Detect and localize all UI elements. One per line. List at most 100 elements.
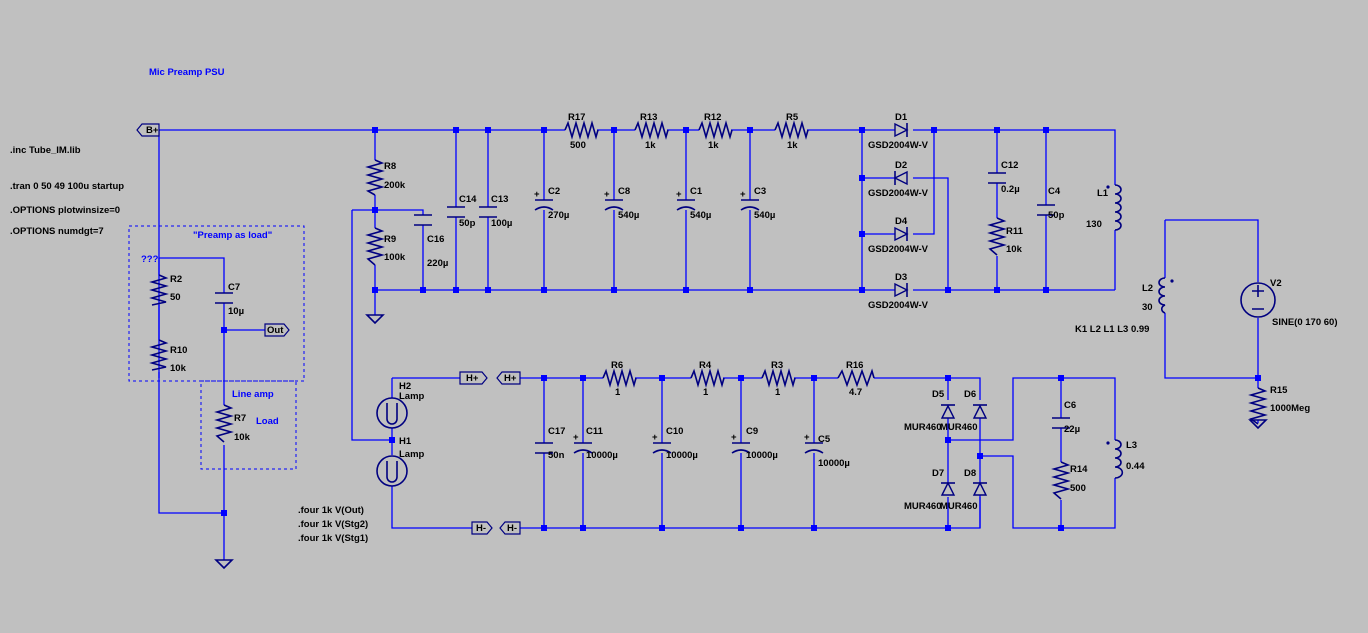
- svg-text:+: +: [652, 432, 658, 443]
- capacitor-c14[interactable]: C14 50p: [447, 194, 477, 229]
- diode-d1[interactable]: D1 GSD2004W-V: [868, 112, 929, 151]
- svg-text:+: +: [740, 189, 746, 200]
- diode-d4[interactable]: D4 GSD2004W-V: [868, 216, 929, 255]
- resistor-r8[interactable]: R8 200k: [365, 159, 406, 196]
- svg-text:22µ: 22µ: [1064, 424, 1080, 435]
- diode-d5[interactable]: D5 MUR460: [904, 389, 956, 433]
- voltage-source-v2[interactable]: V2 SINE(0 170 60): [1240, 278, 1337, 328]
- capacitor-c17[interactable]: C17 50n: [535, 426, 565, 461]
- svg-text:540µ: 540µ: [690, 210, 711, 221]
- svg-text:H-: H-: [476, 523, 486, 534]
- capacitor-c7[interactable]: C7 10µ: [215, 282, 244, 317]
- svg-text:Line amp: Line amp: [232, 389, 274, 400]
- svg-text:1000Meg: 1000Meg: [1270, 403, 1310, 414]
- lamp-h2[interactable]: H2 Lamp: [376, 381, 425, 429]
- net-flag-hminus-right[interactable]: H-: [499, 521, 521, 535]
- ground-symbol: [214, 559, 234, 570]
- svg-text:R3: R3: [771, 360, 783, 371]
- svg-text:10µ: 10µ: [228, 306, 244, 317]
- capacitor-c6[interactable]: C6 22µ: [1052, 400, 1080, 435]
- svg-text:+: +: [573, 432, 579, 443]
- resistor-r2[interactable]: R2 50: [149, 274, 182, 306]
- inductor-l1[interactable]: L1 130: [1086, 184, 1122, 231]
- svg-text:C17: C17: [548, 426, 565, 437]
- net-flag-hminus-left[interactable]: H-: [471, 521, 493, 535]
- diode-d7[interactable]: D7 MUR460: [904, 468, 956, 512]
- net-flag-bplus[interactable]: B+: [136, 123, 160, 137]
- resistor-r3[interactable]: R3 1: [761, 360, 796, 398]
- resistor-r15[interactable]: R15 1000Meg: [1248, 385, 1310, 425]
- svg-text:R5: R5: [786, 112, 799, 123]
- net-flag-hplus-right[interactable]: H+: [496, 371, 521, 385]
- resistor-r16[interactable]: R16 4.7: [837, 360, 875, 398]
- svg-text:R17: R17: [568, 112, 585, 123]
- svg-text:R15: R15: [1270, 385, 1288, 396]
- net-flag-hplus-left[interactable]: H+: [459, 371, 488, 385]
- svg-text:C3: C3: [754, 186, 766, 197]
- svg-text:GSD2004W-V: GSD2004W-V: [868, 244, 929, 255]
- svg-text:.tran 0 50 49 100u startup: .tran 0 50 49 100u startup: [10, 181, 124, 192]
- svg-text:1: 1: [775, 387, 781, 398]
- svg-text:Load: Load: [256, 416, 279, 427]
- svg-text:10000µ: 10000µ: [746, 450, 778, 461]
- svg-text:C12: C12: [1001, 160, 1018, 171]
- svg-text:R10: R10: [170, 345, 187, 356]
- svg-text:.four 1k V(Stg1): .four 1k V(Stg1): [298, 533, 368, 544]
- resistor-r12[interactable]: R12 1k: [698, 112, 733, 151]
- svg-text:MUR460: MUR460: [904, 422, 942, 433]
- coupling-directive: K1 L2 L1 L3 0.99: [1075, 324, 1149, 335]
- schematic-title: Mic Preamp PSU: [149, 67, 225, 78]
- net-flag-out[interactable]: Out: [264, 323, 290, 337]
- svg-text:MUR460: MUR460: [940, 501, 978, 512]
- capacitor-c10[interactable]: + C10 10000µ: [652, 426, 698, 461]
- resistor-r7[interactable]: R7 10k: [214, 404, 251, 443]
- resistor-r13[interactable]: R13 1k: [634, 112, 669, 151]
- capacitor-c9[interactable]: + C9 10000µ: [731, 426, 778, 461]
- svg-text:R13: R13: [640, 112, 657, 123]
- capacitor-c5[interactable]: + C5 10000µ: [804, 432, 850, 469]
- inductor-l2[interactable]: L2 30: [1142, 277, 1174, 314]
- resistor-r6[interactable]: R6 1: [602, 360, 637, 398]
- resistor-r14[interactable]: R14 500: [1051, 461, 1088, 500]
- svg-text:200k: 200k: [384, 180, 406, 191]
- capacitor-c3[interactable]: + C3 540µ: [740, 186, 775, 221]
- svg-text:.OPTIONS numdgt=7: .OPTIONS numdgt=7: [10, 226, 104, 237]
- svg-text:0.2µ: 0.2µ: [1001, 184, 1020, 195]
- spice-directives: .inc Tube_IM.lib .tran 0 50 49 100u star…: [10, 145, 124, 237]
- lamp-h1[interactable]: H1 Lamp: [376, 436, 425, 487]
- capacitor-c13[interactable]: C13 100µ: [479, 194, 512, 229]
- diode-d6[interactable]: D6 MUR460: [940, 389, 988, 433]
- resistor-r17[interactable]: R17 500: [564, 112, 599, 151]
- svg-text:R6: R6: [611, 360, 623, 371]
- svg-text:270µ: 270µ: [548, 210, 569, 221]
- svg-text:R14: R14: [1070, 464, 1088, 475]
- capacitor-c16[interactable]: C16 220µ: [414, 214, 448, 269]
- svg-text:H2: H2: [399, 381, 411, 392]
- diode-d8[interactable]: D8 MUR460: [940, 468, 988, 512]
- resistor-r4[interactable]: R4 1: [690, 360, 725, 398]
- capacitor-c8[interactable]: + C8 540µ: [604, 186, 639, 221]
- svg-text:50: 50: [170, 292, 181, 303]
- wires: [158, 129, 1259, 560]
- resistor-r9[interactable]: R9 100k: [365, 227, 406, 266]
- inductor-l3[interactable]: L3 0.44: [1106, 439, 1145, 479]
- capacitor-c12[interactable]: C12 0.2µ: [988, 160, 1020, 195]
- capacitor-c11[interactable]: + C11 10000µ: [573, 426, 618, 461]
- capacitor-c2[interactable]: + C2 270µ: [534, 186, 569, 221]
- capacitor-c1[interactable]: + C1 540µ: [676, 186, 711, 221]
- diode-d3[interactable]: D3 GSD2004W-V: [868, 272, 929, 311]
- svg-text:+: +: [804, 432, 810, 443]
- svg-text:10000µ: 10000µ: [586, 450, 618, 461]
- resistor-r5[interactable]: R5 1k: [774, 112, 809, 151]
- svg-text:C10: C10: [666, 426, 683, 437]
- svg-text:C8: C8: [618, 186, 630, 197]
- svg-text:R8: R8: [384, 161, 396, 172]
- svg-text:D2: D2: [895, 160, 907, 171]
- resistor-r10[interactable]: R10 10k: [149, 339, 187, 374]
- capacitor-c4[interactable]: C4 50p: [1037, 186, 1065, 221]
- svg-text:10k: 10k: [1006, 244, 1023, 255]
- svg-text:1: 1: [615, 387, 621, 398]
- resistor-r11[interactable]: R11 10k: [987, 217, 1024, 256]
- diode-d2[interactable]: D2 GSD2004W-V: [868, 160, 929, 199]
